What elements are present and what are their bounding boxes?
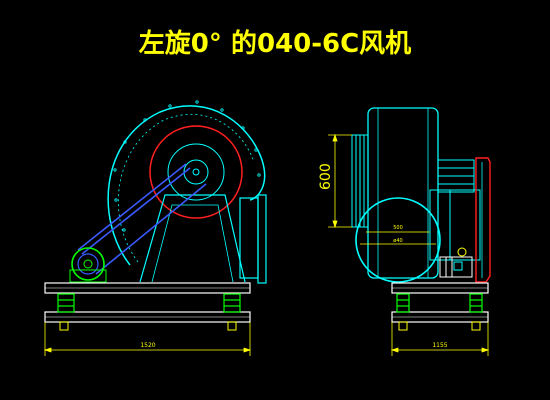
flange-dimension: [360, 231, 436, 245]
base-frame: [44, 282, 251, 323]
impeller-hub: [167, 143, 225, 201]
side-elevation-view: 1520: [43, 100, 267, 356]
flange-inner-label: ø40: [393, 238, 402, 244]
volute-casing-inner: [118, 114, 255, 263]
casing-rivets: [113, 100, 261, 232]
volute-casing: [107, 105, 266, 266]
outlet-duct: [239, 197, 259, 279]
base-anchor-markers: [59, 321, 237, 331]
base-length-label-left: 1520: [140, 342, 155, 349]
bearing-pedestal-inner: [151, 204, 234, 283]
front-base-frame: [391, 282, 489, 323]
base-length-dimension: [43, 322, 252, 356]
v-belt-drive: [77, 163, 207, 275]
inlet-flange: [351, 134, 369, 228]
spring-isolators: [57, 293, 241, 313]
impeller-wheel: [149, 125, 243, 219]
front-elevation-view: 600 500 ø40: [318, 107, 491, 356]
shaft-pulley: [183, 159, 209, 185]
outlet-flange: [257, 194, 267, 284]
front-base-dimension: [390, 322, 490, 356]
motor-pulley: [69, 247, 107, 283]
casing-body: [367, 107, 439, 279]
shaft-center: [192, 168, 200, 176]
front-anchor-markers: [398, 321, 481, 331]
flange-width-label: 500: [393, 225, 403, 231]
motor-mount: [457, 247, 467, 257]
motor-unit: [439, 256, 473, 278]
inlet-opening: [355, 197, 441, 283]
height-dimension-label: 600: [318, 163, 334, 190]
bearing-housing: [429, 159, 481, 261]
front-spring-isolators: [396, 293, 483, 313]
belt-guard: [475, 157, 491, 283]
height-dimension: [328, 133, 352, 229]
base-length-label-right: 1155: [432, 342, 447, 349]
drawing-title: 左旋0° 的040-6C风机: [139, 28, 411, 59]
